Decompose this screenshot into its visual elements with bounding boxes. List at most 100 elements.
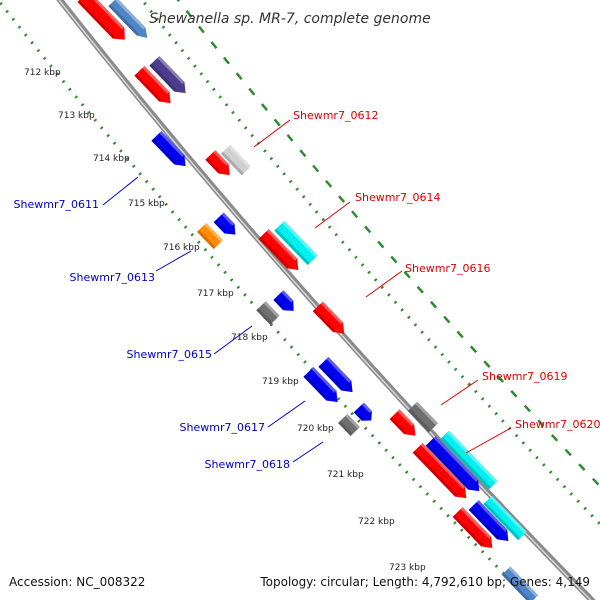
gene-label-left: Shewmr7_0615 [127,348,212,361]
topology-text: Topology: circular; Length: 4,792,610 bp… [259,575,590,589]
inner-dotted-track [0,0,532,600]
tick-label: 715 kbp [128,199,165,209]
red-gene [389,409,416,436]
blue-gene-shine [221,212,235,226]
genome-backbone [56,0,596,600]
cyan-gene [440,430,498,490]
steel-gene-shine [508,566,539,598]
gray-gene-body [338,414,360,436]
backbone-layer [56,0,596,600]
gray-gene [338,414,360,436]
steel-gene [108,0,148,38]
red-gene-shade [258,236,290,269]
red-gene-shine [86,0,125,30]
leader-line [365,270,403,298]
red-gene [205,150,230,176]
cyan-gene-shine [282,220,318,258]
cyan-gene-shade [483,502,521,541]
blue-gene-shine [326,357,352,383]
tick-label: 713 kbp [58,111,95,121]
blue-gene-shine [476,500,508,532]
red-gene-shade [77,0,115,39]
leader-line [102,176,139,206]
steel-gene-body [108,0,148,38]
leader-line [155,250,192,272]
orange-gene-body [196,222,224,250]
navy-gene-shade [149,63,177,92]
cyan-gene-shade [274,228,310,266]
blue-gene-shade [213,220,227,234]
leader-line [314,201,351,229]
red-gene-body [389,409,416,436]
cyan-gene-body [274,220,318,266]
gene-label-right: Shewmr7_0614 [355,191,440,204]
cyan-gene [274,220,318,266]
leader-line [292,441,324,463]
cyan-gene-shade [440,436,492,490]
lightgray-gene-shade [220,151,244,176]
cyan-gene-shine [489,495,527,534]
gray-gene-shine [415,401,439,426]
blue-gene-body [213,212,236,235]
red-gene-shade [389,416,407,435]
genome-title: Shewanella sp. MR-7, complete genome [149,11,430,27]
red-gene-shine [397,409,415,427]
red-gene-shade [312,309,336,333]
blue-gene-shade [303,374,329,401]
red-gene-body [412,442,467,499]
red-gene-shade [412,450,458,497]
tick-label: 721 kbp [327,470,364,480]
red-gene-shine [266,229,298,261]
tick-label: 722 kbp [358,517,395,527]
red-gene-shine [320,301,343,325]
gene-label-right: Shewmr7_0612 [293,109,378,122]
red-gene [77,0,125,40]
red-gene-shine [460,507,492,539]
blue-gene-shine [361,402,372,414]
leader-line [267,400,306,428]
blue-gene-body [468,500,509,541]
blue-gene-shine [281,290,294,303]
steel-gene-shade [501,572,532,600]
red-gene-body [312,301,345,334]
tick-label: 720 kbp [297,424,334,434]
gene-label-right: Shewmr7_0616 [405,262,490,275]
red-gene-shine [213,150,229,166]
red-gene-shade [205,157,221,174]
gray-gene-shine [263,301,280,318]
tick-label: 723 kbp [389,563,426,573]
feature-layer [77,0,539,600]
red-gene-body [205,150,230,176]
cyan-gene-shine [446,430,498,484]
blue-gene-body [425,435,480,492]
red-gene-shade [452,514,484,547]
red-gene-body [77,0,125,40]
tick-label: 718 kbp [231,333,268,343]
gray-gene-shade [407,408,431,433]
blue-gene [303,367,338,403]
gene-label-left: Shewmr7_0613 [70,271,155,284]
blue-gene [353,402,372,421]
gray-gene-shine [345,414,360,430]
red-gene-shade [134,73,162,102]
red-gene [312,301,345,334]
red-gene [452,507,493,548]
red-gene [412,442,467,499]
cyan-gene [483,495,527,541]
blue-gene-body [353,402,372,421]
leader-line-layer [102,119,512,463]
leader-line [465,427,512,454]
blue-gene-body [151,131,186,167]
outer-dotted-track-1 [140,0,600,527]
blue-gene [468,500,509,541]
blue-gene-shine [159,131,185,157]
outer-dotted-track-2 [176,0,600,489]
gene-label-layer: Shewmr7_0611Shewmr7_0613Shewmr7_0615Shew… [14,109,600,471]
gray-gene-shade [256,308,273,325]
blue-gene [425,435,480,492]
leader-line [253,119,291,148]
